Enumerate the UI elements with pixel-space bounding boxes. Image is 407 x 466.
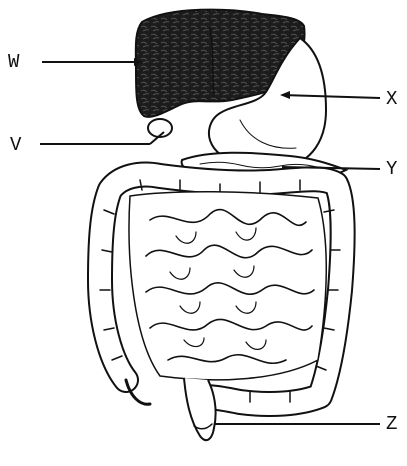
label-z: Z bbox=[386, 415, 397, 434]
rectum bbox=[184, 378, 216, 440]
pointer-v bbox=[40, 132, 164, 144]
label-y: Y bbox=[386, 160, 397, 179]
small-intestine bbox=[129, 192, 326, 380]
label-x: X bbox=[386, 90, 397, 109]
pointer-w bbox=[42, 58, 142, 66]
label-w: W bbox=[8, 53, 19, 72]
label-v: V bbox=[10, 136, 21, 155]
